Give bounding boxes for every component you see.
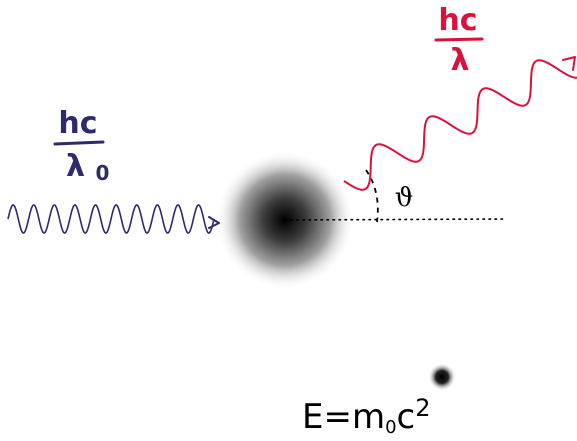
incident-wave-arrowhead [208,216,220,229]
incident-wavelength-symbol: λ [66,149,85,184]
recoil-electron [428,363,456,391]
electron-energy-equation: E=m0c2 [302,394,431,438]
incident-direction-dotted-line [284,218,506,221]
scattered-photon-energy-label: hc λ [434,3,484,78]
equation-prefix: E=m [302,397,385,437]
equation-rest-mass-subscript: 0 [385,417,396,438]
equation-square-exponent: 2 [415,394,430,422]
scattering-angle-symbol: ϑ [395,183,414,213]
scattered-energy-numerator: hc [438,3,477,38]
scattering-angle-arc [365,169,379,223]
incident-photon-wave [7,204,215,234]
scattered-photon-wave [343,59,577,191]
incident-energy-fraction-bar [53,140,105,146]
scattered-energy-denominator: λ [451,43,470,78]
equation-speed-of-light: c [397,397,416,437]
scattered-energy-fraction-bar [434,37,484,42]
incident-energy-numerator: hc [58,106,97,141]
incident-wavelength-subscript: 0 [95,161,109,185]
scattered-wave-arrowhead [562,56,576,71]
incident-energy-denominator: λ 0 [66,149,109,185]
incident-photon-energy-label: hc λ 0 [53,106,109,185]
